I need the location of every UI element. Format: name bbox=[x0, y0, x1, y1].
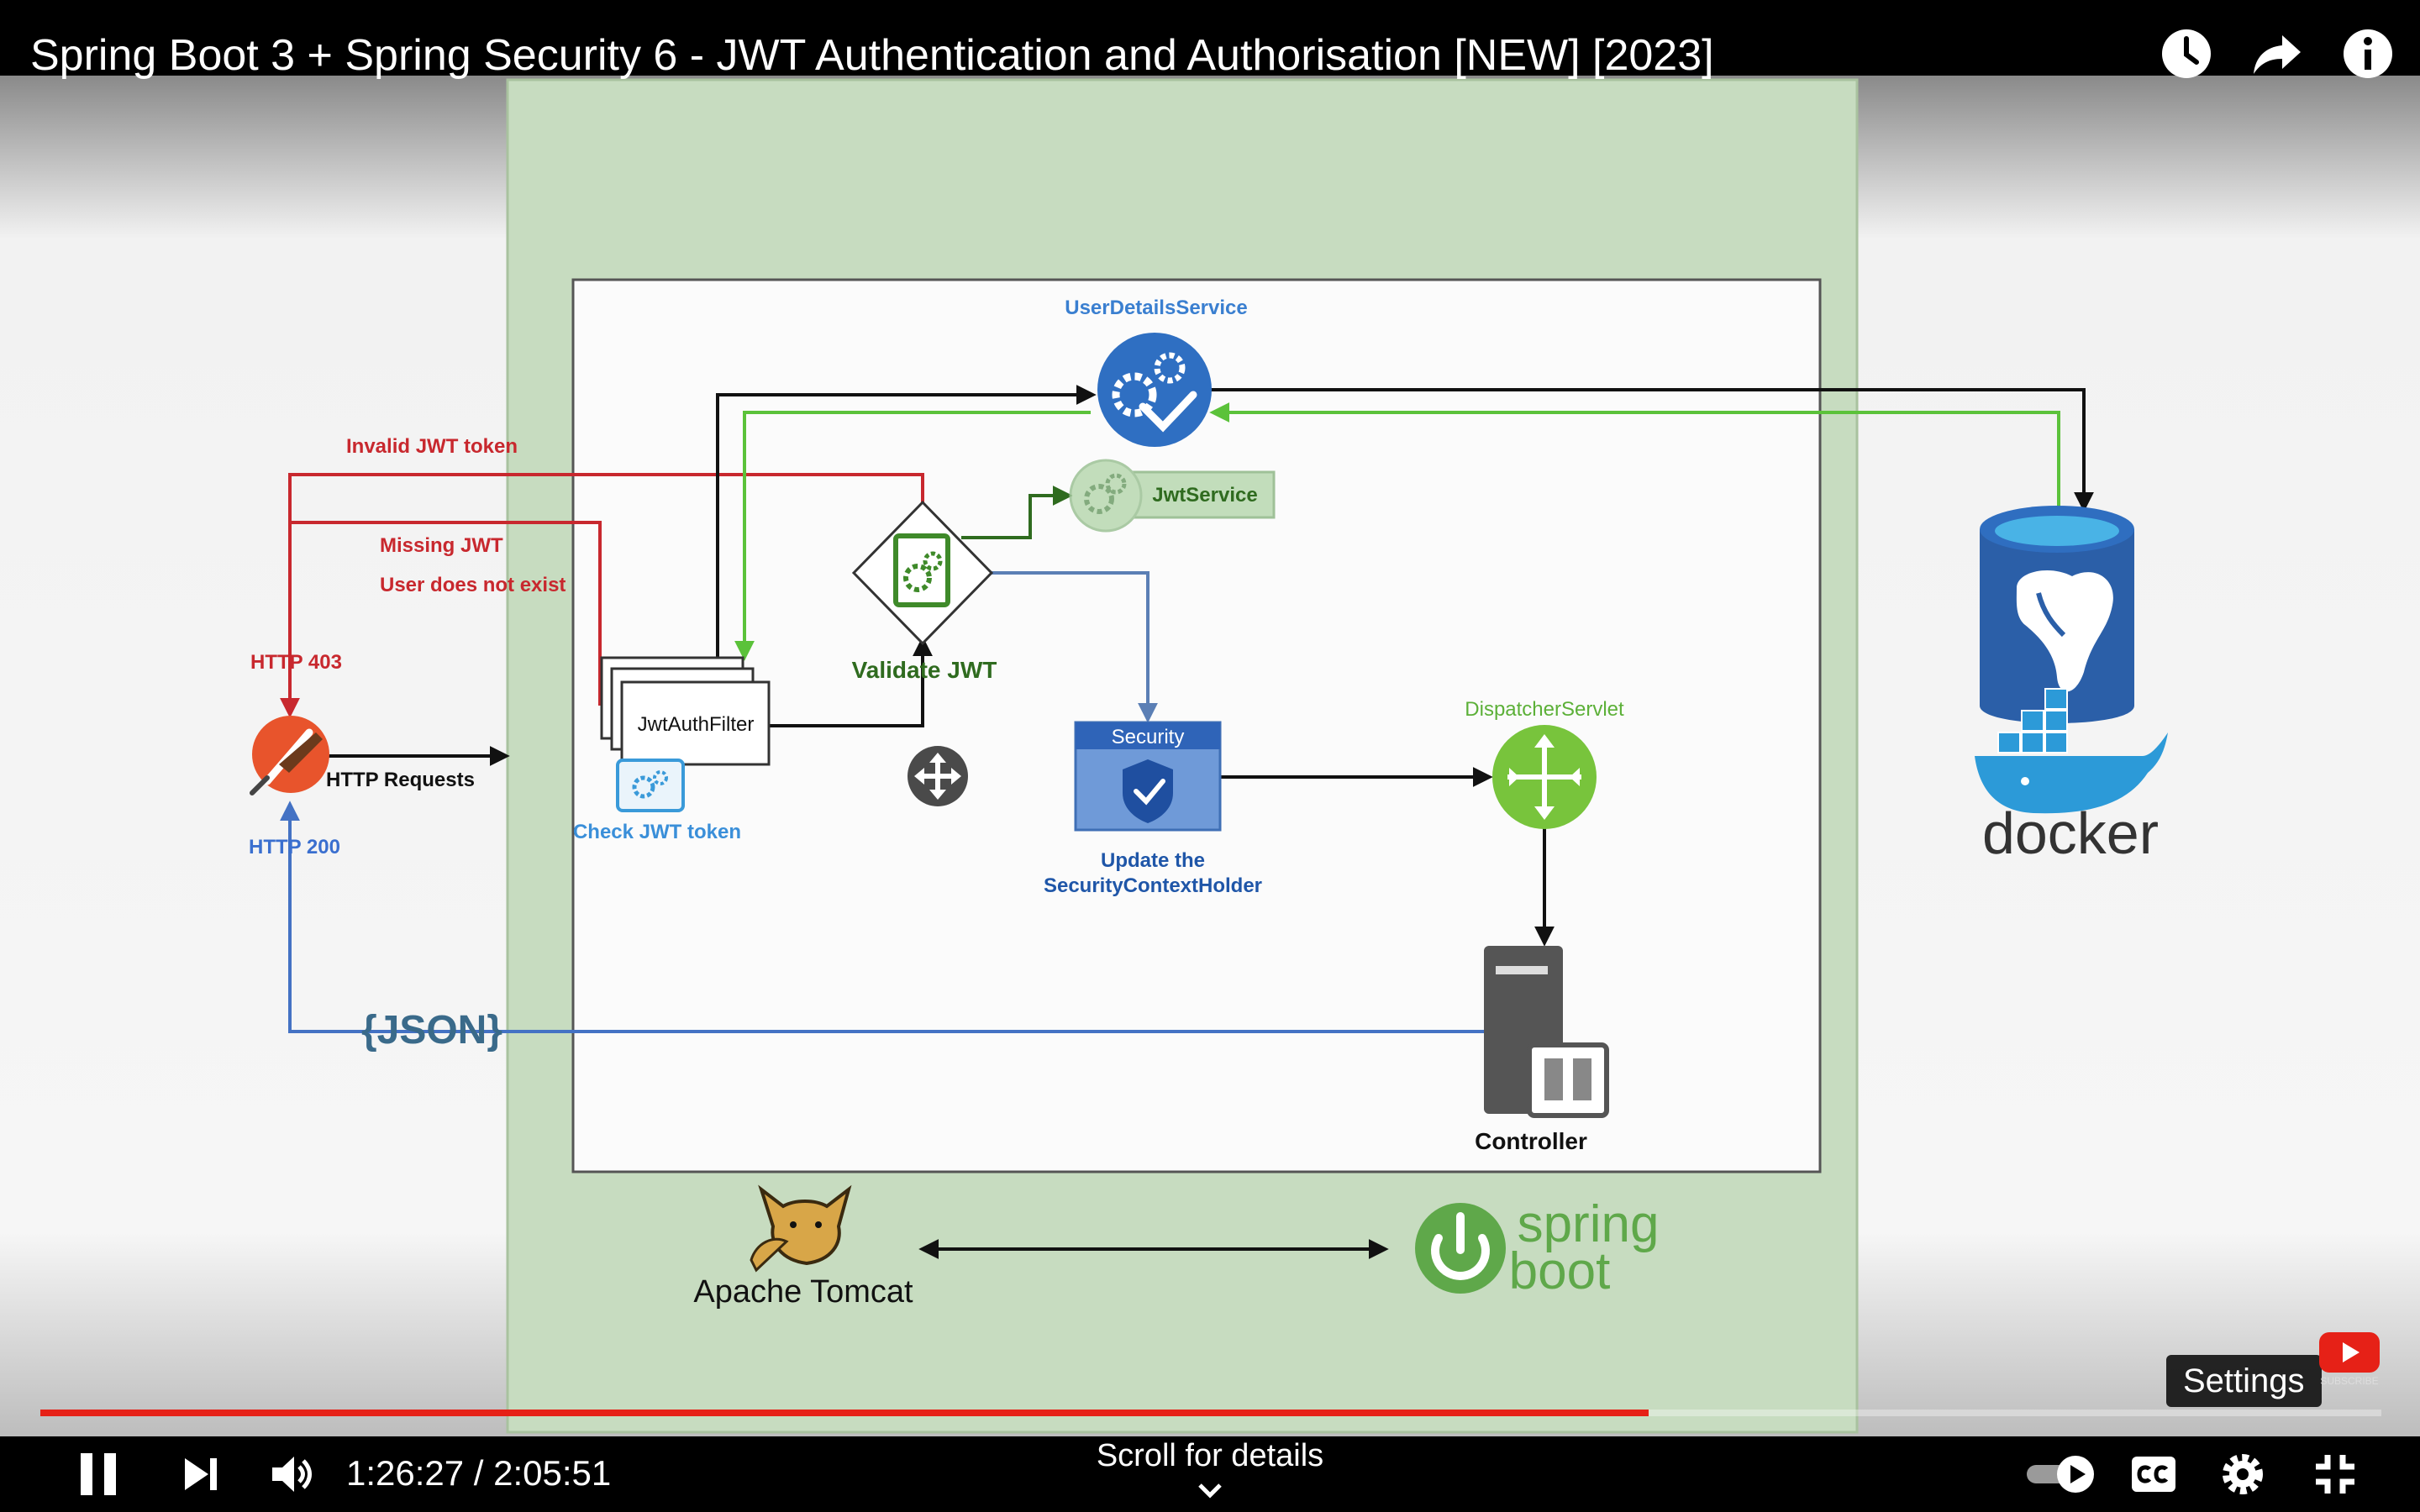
filter-to-validate-path bbox=[770, 636, 933, 727]
volume-icon[interactable] bbox=[269, 1452, 314, 1497]
autoplay-toggle-icon[interactable] bbox=[2023, 1453, 2097, 1495]
progress-played bbox=[40, 1410, 1649, 1416]
move-handle-icon[interactable] bbox=[908, 746, 968, 806]
subscribe-watermark-label: SUBSCRIBE bbox=[2320, 1375, 2378, 1387]
controller-label: Controller bbox=[1475, 1128, 1587, 1154]
uds-to-filter-path bbox=[734, 411, 1091, 661]
chevron-down-icon[interactable] bbox=[1197, 1480, 1223, 1502]
video-frame: UserDetailsService JwtService Validate J… bbox=[0, 76, 2420, 1436]
invalid-jwt-token-label: Invalid JWT token bbox=[346, 435, 518, 458]
uds-label: UserDetailsService bbox=[1065, 297, 1247, 319]
player-controls: 1:26:27 / 2:05:51 Scroll for details bbox=[0, 1436, 2420, 1512]
missing-jwt-path bbox=[290, 521, 602, 706]
pause-icon[interactable] bbox=[77, 1450, 119, 1499]
http-403-label: HTTP 403 bbox=[250, 651, 342, 674]
video-title[interactable]: Spring Boot 3 + Spring Security 6 - JWT … bbox=[30, 31, 1714, 80]
settings-tooltip: Settings bbox=[2166, 1355, 2322, 1407]
http-requests-label: HTTP Requests bbox=[326, 769, 475, 791]
security-badge-label: Security bbox=[1112, 726, 1185, 748]
validate-to-security-path bbox=[990, 571, 1158, 723]
json-response-path bbox=[280, 801, 1487, 1033]
info-icon[interactable] bbox=[2341, 27, 2395, 81]
http-200-label: HTTP 200 bbox=[249, 836, 340, 858]
postman-client-icon bbox=[250, 716, 329, 795]
validate-jwt-label: Validate JWT bbox=[852, 657, 997, 683]
dispatcher-servlet-node bbox=[1492, 725, 1597, 829]
spring-label: spring bbox=[1518, 1195, 1660, 1253]
validate-to-jwtservice-path bbox=[961, 486, 1073, 539]
uds-to-db-path bbox=[1210, 388, 2094, 512]
apache-tomcat-label: Apache Tomcat bbox=[693, 1274, 913, 1310]
jwt-auth-filter-node bbox=[600, 656, 771, 812]
filter-to-uds-path bbox=[716, 385, 1097, 657]
update-holder-label-2: SecurityContextHolder bbox=[1044, 874, 1262, 897]
spring-boot-logo-icon bbox=[1415, 1203, 1506, 1294]
dispatcher-servlet-label: DispatcherServlet bbox=[1465, 698, 1624, 721]
exit-fullscreen-icon[interactable] bbox=[2312, 1452, 2358, 1497]
clock-icon[interactable] bbox=[2160, 27, 2213, 81]
docker-label: docker bbox=[1982, 801, 2159, 866]
postgres-database-icon bbox=[1980, 506, 2134, 723]
validate-jwt-node bbox=[851, 500, 994, 646]
missing-jwt-label: Missing JWT bbox=[380, 534, 503, 557]
user-details-service-node bbox=[1097, 333, 1212, 447]
top-bar: Spring Boot 3 + Spring Security 6 - JWT … bbox=[0, 0, 2420, 80]
controller-node bbox=[1484, 946, 1609, 1118]
jwt-service-node bbox=[1069, 459, 1276, 533]
security-node bbox=[1074, 721, 1222, 832]
top-actions bbox=[2160, 27, 2395, 81]
scroll-for-details[interactable]: Scroll for details bbox=[1096, 1438, 1324, 1473]
update-holder-label-1: Update the bbox=[1101, 849, 1205, 872]
settings-gear-icon[interactable] bbox=[2218, 1450, 2267, 1499]
db-to-uds-path bbox=[1209, 402, 2060, 514]
user-not-exist-label: User does not exist bbox=[380, 574, 566, 596]
progress-bar[interactable] bbox=[40, 1407, 2381, 1417]
invalid-token-path bbox=[280, 473, 924, 718]
next-icon[interactable] bbox=[182, 1453, 220, 1495]
time-display: 1:26:27 / 2:05:51 bbox=[346, 1453, 612, 1493]
boot-label: boot bbox=[1509, 1242, 1611, 1300]
check-jwt-token-label: Check JWT token bbox=[573, 821, 741, 843]
json-label: {JSON} bbox=[361, 1008, 502, 1053]
captions-icon[interactable] bbox=[2129, 1453, 2178, 1495]
docker-whale-icon bbox=[1975, 688, 2168, 814]
share-icon[interactable] bbox=[2250, 27, 2304, 81]
subscribe-watermark-icon[interactable]: SUBSCRIBE bbox=[2317, 1331, 2381, 1389]
jwt-service-label: JwtService bbox=[1152, 484, 1257, 507]
jwt-auth-filter-label: JwtAuthFilter bbox=[638, 713, 755, 736]
tomcat-logo-icon bbox=[750, 1184, 852, 1273]
